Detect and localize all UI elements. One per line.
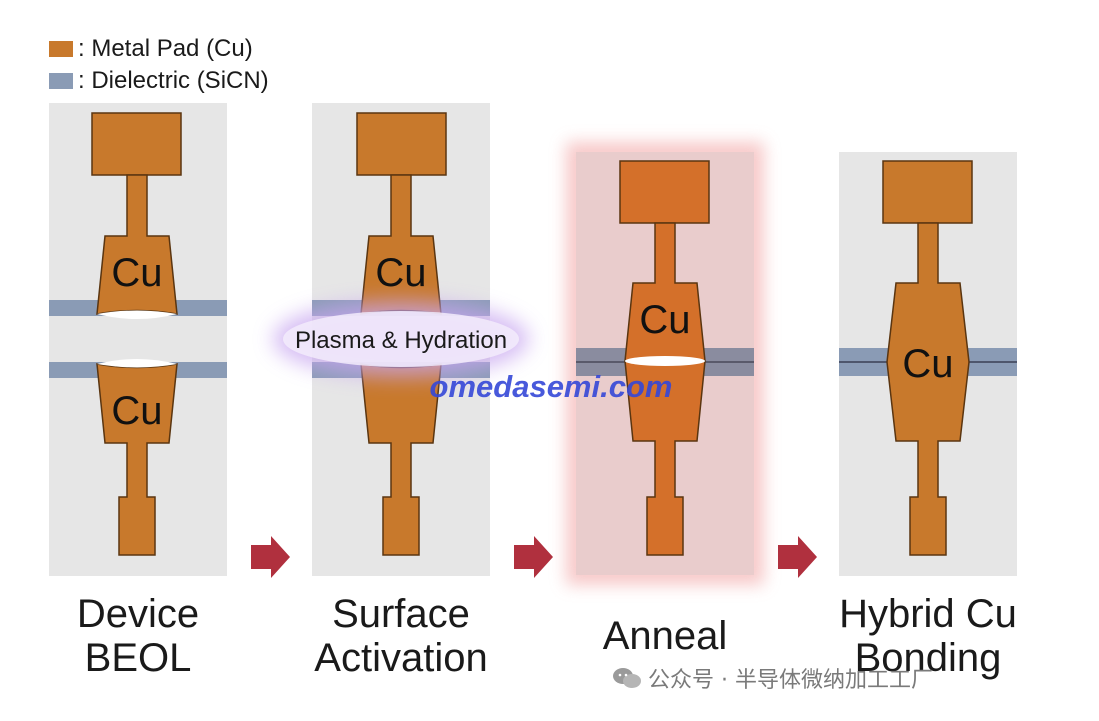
surface-dishing-bottom bbox=[97, 359, 177, 368]
wechat-icon bbox=[613, 668, 641, 688]
cu-label-beol-top: Cu bbox=[111, 251, 162, 295]
copper-pad-merged bbox=[619, 160, 710, 556]
copper-pad-bonded bbox=[882, 160, 973, 556]
legend-swatch-dielectric bbox=[49, 73, 73, 89]
interface-void bbox=[625, 356, 705, 366]
process-arrow-3 bbox=[778, 536, 817, 578]
footer-watermark-text: 公众号 · 半导体微纳加工工厂 bbox=[648, 668, 933, 693]
process-arrow-1 bbox=[251, 536, 290, 578]
legend-label-metal: : Metal Pad (Cu) bbox=[78, 35, 253, 62]
panel-anneal bbox=[566, 142, 764, 585]
legend-swatch-metal bbox=[49, 41, 73, 57]
watermark-text: omedasemi.com bbox=[430, 369, 673, 404]
stage-label-device-beol: Device BEOL bbox=[76, 592, 200, 680]
panel-hybrid-bonding bbox=[839, 152, 1017, 576]
cu-label-anneal: Cu bbox=[639, 298, 690, 342]
plasma-label: Plasma & Hydration bbox=[295, 327, 507, 354]
stage-label-hybrid-bonding: Hybrid Cu Bonding bbox=[839, 592, 1017, 680]
surface-dishing-top bbox=[97, 310, 177, 319]
plasma-core bbox=[283, 311, 519, 367]
stage-label-anneal: Anneal bbox=[602, 614, 728, 658]
legend-label-dielectric: : Dielectric (SiCN) bbox=[78, 67, 269, 94]
cu-label-activation-top: Cu bbox=[375, 251, 426, 295]
panel-device-beol bbox=[49, 103, 227, 576]
process-arrow-2 bbox=[514, 536, 553, 578]
cu-label-hybrid: Cu bbox=[902, 342, 953, 386]
panel-surface-activation: Plasma & Hydration bbox=[273, 103, 529, 576]
stage-label-surface-activation: Surface Activation bbox=[314, 592, 488, 680]
cu-label-beol-bottom: Cu bbox=[111, 389, 162, 433]
